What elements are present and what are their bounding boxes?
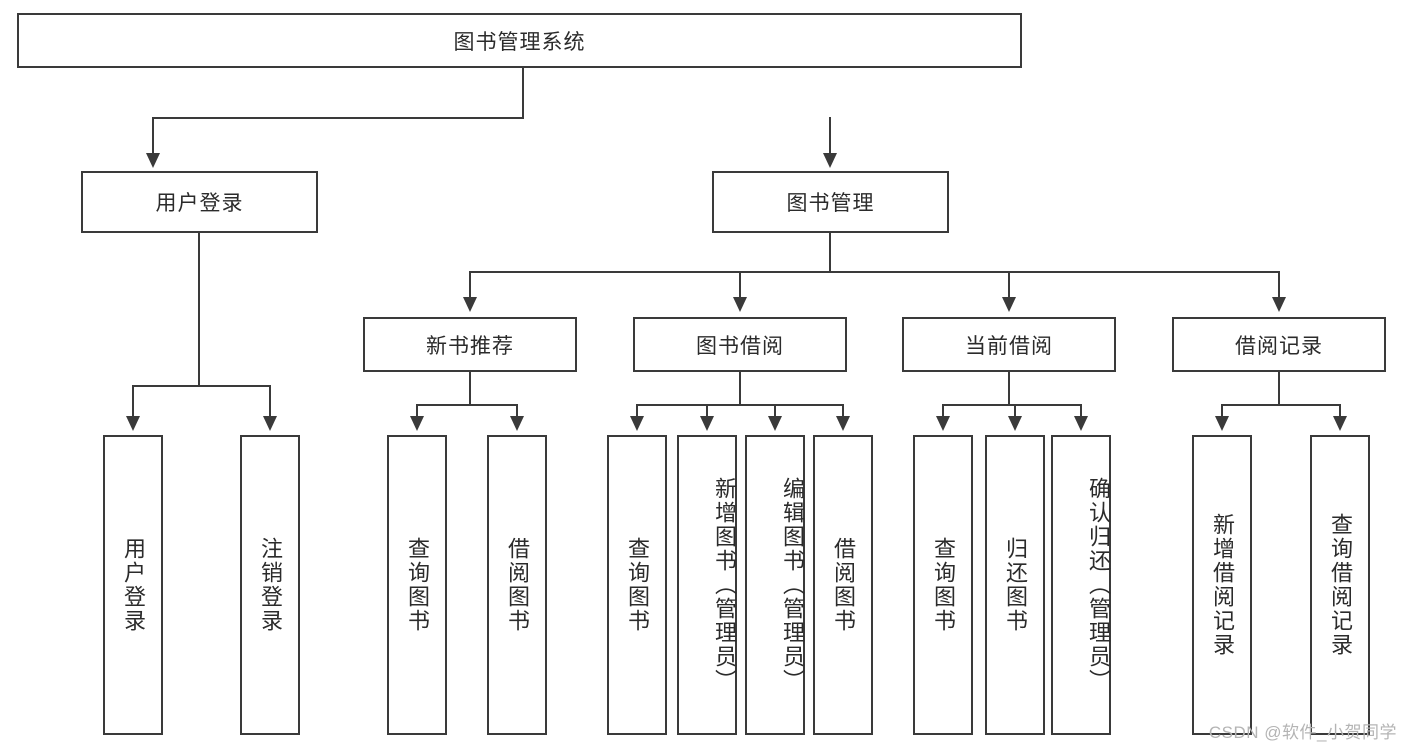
node-label: 注销登录 — [258, 537, 283, 633]
arrowhead-new-book-rec-2 — [510, 416, 524, 431]
edge-book-manage-drop-3 — [1008, 271, 1010, 301]
arrowhead-user-login-1 — [126, 416, 140, 431]
leaf-query-book-3[interactable]: 查询图书 — [913, 435, 973, 735]
node-label: 归还图书 — [1003, 537, 1028, 633]
edge-book-manage-drop-1 — [469, 271, 471, 301]
node-label: 用户登录 — [155, 192, 244, 215]
edge-book-borrow-drop-3 — [774, 404, 776, 420]
edge-new-book-rec-stem — [469, 372, 471, 404]
arrowhead-book-manage-1 — [463, 297, 477, 312]
edge-borrow-record-drop-1 — [1221, 404, 1223, 420]
node-label: 当前借阅 — [965, 334, 1053, 358]
edge-borrow-record-stem — [1278, 372, 1280, 404]
node-label: 确认归还（管理员） — [1086, 477, 1111, 693]
leaf-edit-book[interactable]: 编辑图书（管理员） — [745, 435, 805, 735]
arrowhead-book-borrow-3 — [768, 416, 782, 431]
arrowhead-to-book-manage — [823, 153, 837, 168]
node-label: 查询图书 — [625, 537, 650, 633]
leaf-add-record[interactable]: 新增借阅记录 — [1192, 435, 1252, 735]
arrowhead-user-login-2 — [263, 416, 277, 431]
edge-to-user-login — [152, 117, 154, 157]
arrowhead-book-borrow-4 — [836, 416, 850, 431]
edge-to-book-manage — [829, 117, 831, 157]
edge-root-bus — [152, 117, 524, 119]
node-label: 借阅记录 — [1235, 334, 1323, 358]
node-label: 新增借阅记录 — [1210, 513, 1235, 657]
leaf-user-logout[interactable]: 注销登录 — [240, 435, 300, 735]
leaf-confirm-return[interactable]: 确认归还（管理员） — [1051, 435, 1111, 735]
edge-book-borrow-drop-1 — [636, 404, 638, 420]
arrowhead-current-borrow-2 — [1008, 416, 1022, 431]
node-label: 编辑图书（管理员） — [780, 477, 805, 693]
arrowhead-book-borrow-2 — [700, 416, 714, 431]
leaf-user-login[interactable]: 用户登录 — [103, 435, 163, 735]
leaf-query-record[interactable]: 查询借阅记录 — [1310, 435, 1370, 735]
arrowhead-book-manage-4 — [1272, 297, 1286, 312]
arrowhead-borrow-record-2 — [1333, 416, 1347, 431]
node-current-borrow[interactable]: 当前借阅 — [902, 317, 1116, 372]
edge-book-manage-drop-4 — [1278, 271, 1280, 301]
node-label: 图书管理 — [786, 192, 875, 215]
node-label: 图书借阅 — [696, 334, 784, 358]
arrowhead-to-user-login — [146, 153, 160, 168]
leaf-borrow-book-2[interactable]: 借阅图书 — [813, 435, 873, 735]
node-new-book-rec[interactable]: 新书推荐 — [363, 317, 577, 372]
edge-current-borrow-drop-2 — [1014, 404, 1016, 420]
arrowhead-book-manage-3 — [1002, 297, 1016, 312]
edge-book-borrow-drop-2 — [706, 404, 708, 420]
leaf-query-book-2[interactable]: 查询图书 — [607, 435, 667, 735]
edge-borrow-record-drop-2 — [1339, 404, 1341, 420]
edge-book-manage-stem — [829, 233, 831, 271]
arrowhead-current-borrow-1 — [936, 416, 950, 431]
node-label: 借阅图书 — [831, 537, 856, 633]
leaf-query-book-1[interactable]: 查询图书 — [387, 435, 447, 735]
edge-user-login-drop-2 — [269, 385, 271, 420]
arrowhead-new-book-rec-1 — [410, 416, 424, 431]
edge-current-borrow-drop-1 — [942, 404, 944, 420]
node-label: 查询借阅记录 — [1328, 513, 1353, 657]
node-label: 查询图书 — [405, 537, 430, 633]
node-book-manage[interactable]: 图书管理 — [712, 171, 949, 233]
edge-new-book-rec-drop-2 — [516, 404, 518, 420]
node-label: 用户登录 — [121, 537, 146, 633]
node-borrow-record[interactable]: 借阅记录 — [1172, 317, 1386, 372]
arrowhead-borrow-record-1 — [1215, 416, 1229, 431]
leaf-borrow-book-1[interactable]: 借阅图书 — [487, 435, 547, 735]
node-book-borrow[interactable]: 图书借阅 — [633, 317, 847, 372]
edge-current-borrow-stem — [1008, 372, 1010, 404]
edge-current-borrow-bus — [942, 404, 1081, 406]
edge-root-stem — [522, 68, 524, 117]
node-label: 图书管理系统 — [453, 30, 586, 54]
node-user-login[interactable]: 用户登录 — [81, 171, 318, 233]
edge-user-login-bus — [132, 385, 270, 387]
edge-book-borrow-bus — [636, 404, 843, 406]
arrowhead-current-borrow-3 — [1074, 416, 1088, 431]
edge-user-login-drop-1 — [132, 385, 134, 420]
edge-new-book-rec-bus — [416, 404, 518, 406]
edge-book-manage-bus — [469, 271, 1280, 273]
leaf-add-book[interactable]: 新增图书（管理员） — [677, 435, 737, 735]
arrowhead-book-manage-2 — [733, 297, 747, 312]
leaf-return-book[interactable]: 归还图书 — [985, 435, 1045, 735]
arrowhead-book-borrow-1 — [630, 416, 644, 431]
edge-book-borrow-drop-4 — [842, 404, 844, 420]
node-label: 新书推荐 — [426, 334, 514, 358]
node-label: 借阅图书 — [505, 537, 530, 633]
watermark: CSDN @软件_小贺同学 — [1208, 723, 1397, 742]
edge-user-login-stem — [198, 233, 200, 385]
node-root-system[interactable]: 图书管理系统 — [17, 13, 1022, 68]
node-label: 查询图书 — [931, 537, 956, 633]
edge-book-manage-drop-2 — [739, 271, 741, 301]
edge-book-borrow-stem — [739, 372, 741, 404]
edge-new-book-rec-drop-1 — [416, 404, 418, 420]
edge-current-borrow-drop-3 — [1080, 404, 1082, 420]
edge-borrow-record-bus — [1221, 404, 1340, 406]
node-label: 新增图书（管理员） — [712, 477, 737, 693]
